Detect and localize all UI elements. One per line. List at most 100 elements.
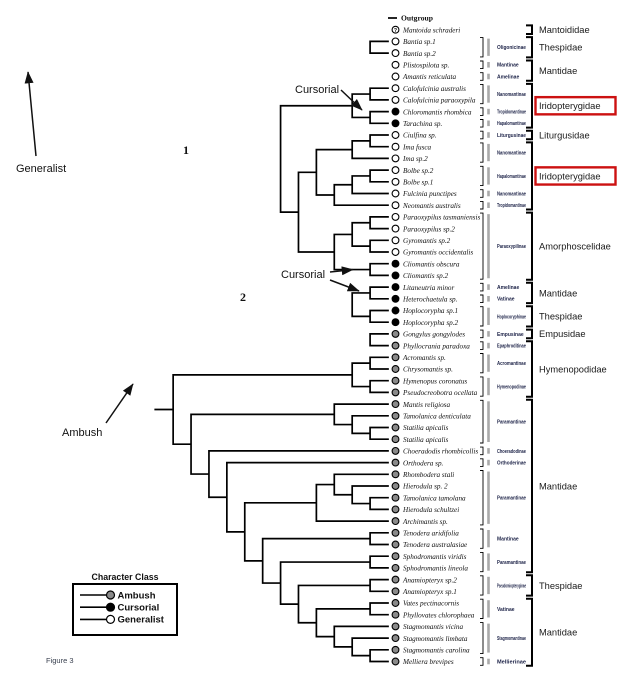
taxon-label: Tenodera australasiae — [403, 541, 468, 549]
taxon-label: Paraoxypilus sp.2 — [402, 225, 455, 233]
taxon-label: Hierodula schultzei — [402, 506, 459, 514]
subfamily-label: Tropidomantinae — [497, 110, 526, 116]
legend: Character Class Ambush Cursorial General… — [72, 572, 178, 636]
family-bracket — [526, 281, 533, 305]
taxon-label: Anamiopteryx sp.2 — [402, 576, 457, 584]
taxon-label: Hoplocorypha sp.2 — [402, 319, 459, 327]
taxon-label: Litaneutria minor — [402, 284, 455, 292]
ambush-arrow — [105, 383, 134, 424]
taxon-label: Stagmomantis limbata — [403, 635, 468, 643]
highlight-box — [534, 166, 617, 186]
family-label: Mantidae — [539, 288, 577, 298]
cursorial-arrow-2b — [329, 279, 360, 292]
taxon-label: Tenodera aridifolia — [403, 530, 459, 538]
tree-branches — [154, 17, 397, 663]
generalist-symbol — [391, 142, 400, 151]
subfamily-label: Tropidomantinae — [497, 203, 526, 209]
taxon-label: Calofulcinia paraoxypila — [403, 97, 476, 105]
family-bracket — [526, 129, 533, 141]
legend-item-label: Generalist — [118, 615, 165, 626]
taxon-label: Neomantis australis — [402, 202, 461, 210]
taxon-label: Gyromantis sp.2 — [403, 237, 451, 245]
ambush-symbol — [391, 634, 400, 643]
generalist-symbol — [391, 166, 400, 175]
subfamily-label: Nanomantinae — [497, 150, 526, 156]
family-label: Thespidae — [539, 43, 582, 53]
generalist-symbol — [391, 224, 400, 233]
subfamily-label: Hymenopodinae — [497, 384, 526, 390]
subfamily-label: Acromantinae — [497, 361, 526, 367]
subfamily-label: Epaphroditinae — [497, 344, 526, 350]
subfamily-bracket — [480, 551, 484, 573]
ambush-symbol — [391, 599, 400, 607]
taxon-label: Tamolanica denticulata — [403, 413, 471, 421]
family-bracket — [526, 59, 533, 82]
taxon-label: Bolbe sp.2 — [403, 167, 434, 175]
taxon-label: Heterochaetula sp. — [402, 296, 458, 304]
generalist-symbol — [391, 72, 400, 81]
generalist-symbol — [391, 201, 400, 210]
subfamily-label: Stagmomantinae — [497, 636, 526, 642]
taxon-label: Plistospilota sp. — [402, 62, 450, 70]
legend-cursorial-symbol — [105, 602, 116, 612]
taxon-label: Mantis religiosa — [402, 401, 450, 409]
taxon-label: Amantis reticulata — [402, 73, 456, 81]
family-bracket — [526, 36, 533, 59]
ambush-symbol — [391, 388, 400, 397]
cursorial-arrow-2a — [329, 266, 354, 276]
family-label: Empusidae — [539, 329, 586, 339]
taxon-label: Sphodromantis lineola — [403, 565, 468, 573]
taxon-label: Ima sp.2 — [402, 155, 428, 163]
node-2-label: 2 — [240, 290, 246, 304]
taxon-label: Ima fusca — [402, 143, 432, 151]
tip-symbols: ? — [391, 25, 400, 666]
subfamily-annotations: OligonicinaeMantinaeAmelinaeNanomantinae… — [480, 37, 526, 666]
taxon-label: Tarachina sp. — [403, 120, 442, 128]
generalist-symbol — [391, 212, 400, 221]
subfamily-bracket — [480, 130, 484, 140]
node-1-label: 1 — [183, 143, 189, 157]
cursorial-symbol — [391, 294, 400, 303]
family-annotations: MantoididaeThespidaeMantidaeIridopterygi… — [526, 24, 617, 667]
ambush-symbol — [391, 645, 400, 654]
taxon-label: Calofulcinia australis — [403, 85, 466, 93]
taxon-label: Phyllovates chlorophaea — [402, 611, 475, 619]
ambush-symbol — [391, 470, 400, 479]
taxon-label: Statilia apicalis — [403, 424, 449, 432]
ambush-symbol — [391, 365, 400, 373]
subfamily-bracket — [480, 306, 484, 327]
cursorial-annotation-1: Cursorial — [295, 84, 339, 96]
legend-item-label: Cursorial — [118, 603, 160, 614]
ambush-symbol — [391, 376, 400, 385]
taxon-label: Melliera brevipes — [402, 658, 454, 666]
taxon-label: Phyllocrania paradoxa — [402, 342, 470, 350]
cursorial-symbol — [391, 283, 400, 292]
taxon-label: Acromantis sp. — [402, 354, 446, 362]
subfamily-bracket — [480, 399, 484, 444]
legend-item-label: Ambush — [118, 590, 156, 601]
ambush-symbol — [391, 517, 400, 526]
family-label: Mantidae — [539, 628, 577, 638]
subfamily-bracket — [480, 470, 484, 526]
taxon-label: Bantia sp.2 — [403, 50, 436, 58]
ambush-annotation: Ambush — [62, 427, 102, 439]
subfamily-label: Nanomantinae — [497, 92, 526, 98]
ambush-symbol — [391, 610, 400, 619]
ambush-symbol — [391, 446, 400, 455]
subfamily-label: Nanomantinae — [497, 191, 526, 197]
taxon-label: Paraoxypilus tasmaniensis — [402, 214, 480, 222]
generalist-symbol — [391, 236, 400, 245]
subfamily-bracket — [480, 60, 484, 70]
generalist-symbol — [391, 131, 400, 139]
ambush-symbol — [391, 329, 400, 338]
cursorial-symbol — [391, 119, 400, 128]
cursorial-symbol — [391, 318, 400, 327]
subfamily-bracket — [480, 72, 484, 81]
generalist-annotation: Generalist — [16, 163, 66, 175]
ambush-symbol — [391, 505, 400, 514]
subfamily-label: Amelinae — [497, 285, 519, 291]
subfamily-label: Mantinae — [497, 537, 519, 543]
taxon-label: Ciulfina sp. — [403, 132, 437, 140]
subfamily-bracket — [480, 200, 484, 210]
